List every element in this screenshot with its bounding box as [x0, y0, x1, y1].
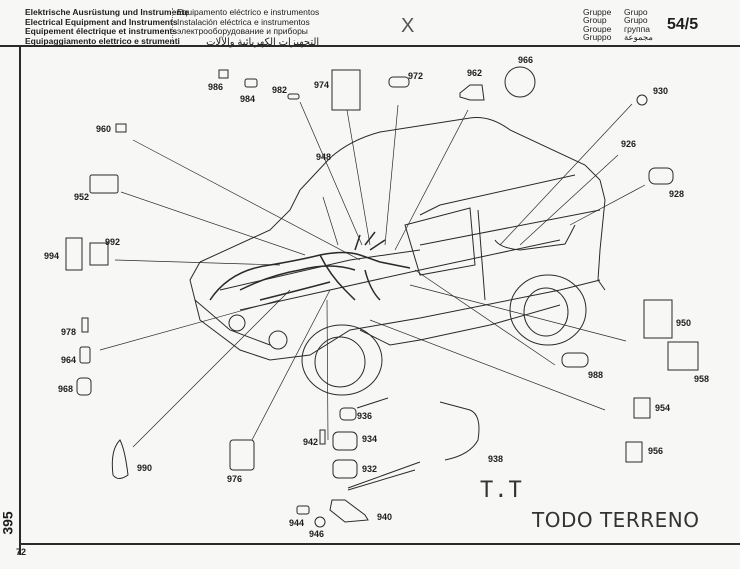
part-label-928: 928 — [669, 189, 685, 199]
part-label-960: 960 — [96, 124, 112, 134]
title-de: Elektrische Ausrüstung und Instrumente — [25, 7, 190, 17]
group-labels-b: Grupo Grupo группа مجموعة — [624, 7, 653, 42]
part-label-982: 982 — [272, 85, 288, 95]
part-label-994: 994 — [44, 251, 60, 261]
part-label-946: 946 — [309, 529, 325, 539]
part-label-966: 966 — [518, 55, 534, 65]
part-label-986: 986 — [208, 82, 224, 92]
part-label-944: 944 — [289, 518, 305, 528]
page-number: 72 — [16, 547, 27, 557]
part-936-shape — [339, 407, 357, 421]
vehicle-outline — [189, 117, 606, 396]
part-label-990: 990 — [137, 463, 153, 473]
part-990-shape — [111, 439, 129, 479]
part-label-978: 978 — [61, 327, 77, 337]
part-label-926: 926 — [621, 139, 637, 149]
part-930-shape — [636, 94, 648, 106]
part-label-954: 954 — [655, 403, 671, 413]
group-label: группа — [624, 23, 650, 34]
part-968-shape — [76, 377, 92, 396]
group-label: Grupo — [624, 15, 648, 26]
stamp-todo-terreno: TODO TERRENO — [532, 508, 700, 532]
part-label-948: 948 — [316, 152, 332, 162]
part-994-shape — [65, 237, 83, 271]
part-958-shape — [667, 341, 699, 371]
header-titles-right: Equipamento eléctrico e instrumentos Ins… — [177, 7, 320, 49]
stamp-tt: T.T — [480, 478, 523, 503]
title-ar: التجهيزات الكهربائية والآلات — [206, 36, 320, 48]
part-label-968: 968 — [58, 384, 74, 394]
part-962-shape — [459, 84, 485, 101]
group-label: مجموعة — [624, 31, 653, 42]
group-label: Groupe — [583, 23, 612, 34]
title-pt: Equipamento eléctrico e instrumentos — [177, 7, 320, 17]
leader-lines — [99, 101, 646, 448]
header-rule — [0, 45, 740, 47]
part-label-976: 976 — [227, 474, 243, 484]
part-label-930: 930 — [653, 86, 669, 96]
part-964-shape — [79, 346, 91, 364]
footer-rule — [19, 543, 740, 545]
part-shapes — [65, 66, 699, 528]
part-978-shape — [81, 317, 89, 333]
part-label-972: 972 — [408, 71, 424, 81]
part-label-988: 988 — [588, 370, 604, 380]
part-label-958: 958 — [694, 374, 710, 384]
part-932-shape — [332, 459, 358, 479]
left-margin-rule — [19, 47, 21, 555]
part-label-936: 936 — [357, 411, 373, 421]
part-952-shape — [89, 174, 119, 194]
part-946-shape — [314, 516, 326, 528]
part-label-974: 974 — [314, 80, 330, 90]
part-940-shape — [329, 499, 369, 523]
title-fr: Equipement électrique et instruments — [25, 26, 178, 36]
header-titles-left: Elektrische Ausrüstung und Instrumente E… — [25, 7, 190, 46]
part-972-shape — [388, 76, 410, 88]
title-it: Equipaggiamento elettrico e strumenti — [25, 35, 180, 46]
part-944-shape — [296, 505, 310, 515]
part-992-shape — [89, 242, 109, 266]
title-es: Instalación eléctrica e instrumentos — [177, 16, 310, 27]
handwritten-mark: X — [401, 15, 415, 37]
part-938-shape — [439, 401, 480, 461]
part-label-956: 956 — [648, 446, 664, 456]
part-928-shape — [648, 167, 674, 185]
group-label: Gruppo — [583, 31, 612, 42]
title-ru: электрооборудование и приборы — [177, 26, 308, 36]
group-label: Grupo — [624, 7, 648, 17]
title-en: Electrical Equipment and Instruments — [25, 16, 178, 27]
part-label-934: 934 — [362, 434, 378, 444]
part-966-shape — [504, 66, 536, 98]
header-separator — [172, 8, 174, 46]
part-976-shape — [229, 439, 255, 471]
part-956-shape — [625, 441, 643, 463]
part-954-shape — [633, 397, 651, 419]
part-label-992: 992 — [105, 237, 121, 247]
part-label-964: 964 — [61, 355, 77, 365]
group-number: 54/5 — [667, 16, 699, 33]
part-label-952: 952 — [74, 192, 90, 202]
part-960-shape — [115, 123, 127, 133]
part-label-962: 962 — [467, 68, 483, 78]
group-labels-a: Gruppe Group Groupe Gruppo — [583, 7, 612, 42]
part-label-940: 940 — [377, 512, 393, 522]
part-986-shape — [218, 69, 229, 79]
part-label-938: 938 — [488, 454, 504, 464]
part-984-shape — [244, 78, 258, 88]
group-label: Group — [583, 15, 607, 26]
part-974-shape — [331, 69, 361, 111]
part-950-shape — [643, 299, 673, 339]
group-label: Gruppe — [583, 7, 612, 17]
part-934-shape — [332, 431, 358, 451]
part-label-950: 950 — [676, 318, 692, 328]
page-vertical-number: 395 — [0, 511, 16, 535]
part-988-shape — [561, 352, 589, 368]
part-label-984: 984 — [240, 94, 256, 104]
wiring-harness — [209, 231, 411, 301]
part-label-942: 942 — [303, 437, 319, 447]
part-label-932: 932 — [362, 464, 378, 474]
part-982-shape — [287, 93, 300, 100]
part-942-shape — [319, 429, 326, 445]
